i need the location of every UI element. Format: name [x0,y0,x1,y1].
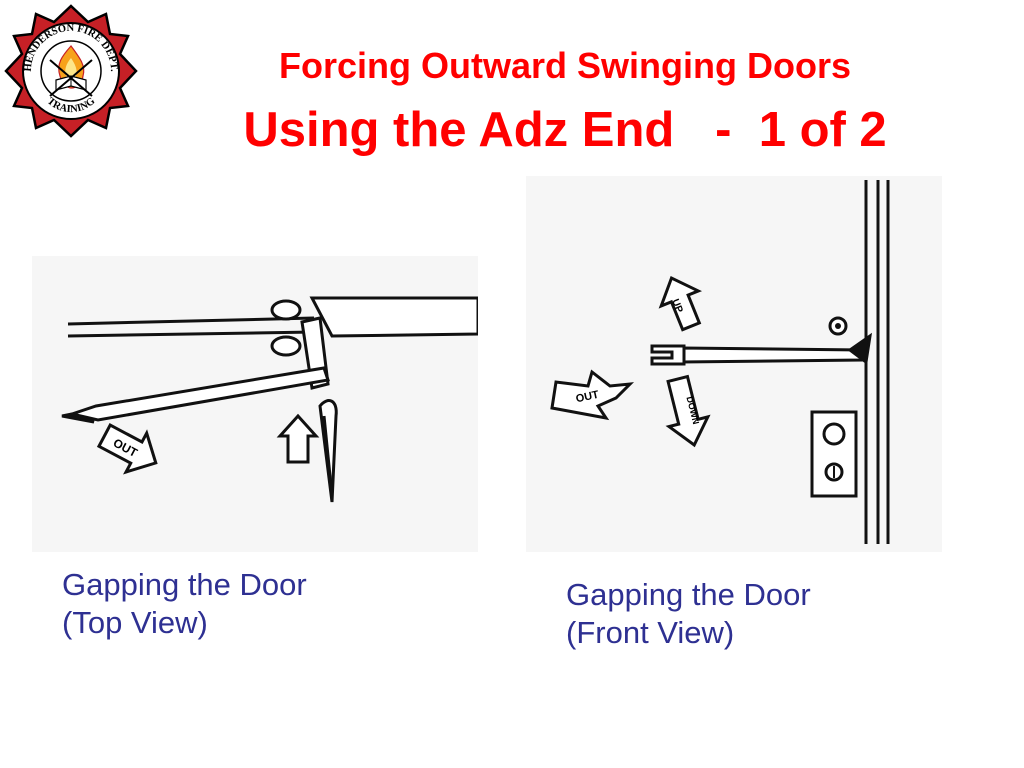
down-arrow-icon: DOWN [665,374,711,448]
up-arrow-icon [276,413,320,464]
front-view-illustration: UP DOWN OUT [526,176,942,552]
front-view-caption: Gapping the Door (Front View) [566,576,811,652]
up-arrow-icon: UP [658,275,703,332]
hinge-knobs [270,299,302,357]
up-arrow-label: UP [669,298,685,315]
slide-subtitle: Using the Adz End - 1 of 2 [243,103,887,157]
wedge-icon [318,399,338,503]
henderson-fire-training-logo: HENDERSON FIRE DEPT. TRAINING [4,4,138,138]
crossed-axes-icon [49,59,93,97]
top-view-caption: Gapping the Door (Top View) [62,566,307,642]
halligan-bar [61,316,330,424]
ring-text-bottom: TRAINING [45,96,97,115]
out-arrow-icon: OUT [96,423,158,475]
door-knob-plate [810,410,858,498]
door-wall [309,296,478,338]
door-edge [67,316,315,338]
out-arrow-icon: OUT [550,369,635,421]
front-view-caption-line2: (Front View) [566,615,735,650]
slide-title: Forcing Outward Swinging Doors [279,45,851,86]
top-view-caption-line2: (Top View) [62,605,208,640]
halligan-bar [650,332,873,366]
lock-cylinder-icon [828,316,848,336]
front-view-caption-line1: Gapping the Door [566,577,811,612]
top-view-illustration: OUT [32,256,478,552]
out-arrow-label: OUT [575,389,600,406]
top-view-caption-line1: Gapping the Door [62,567,307,602]
